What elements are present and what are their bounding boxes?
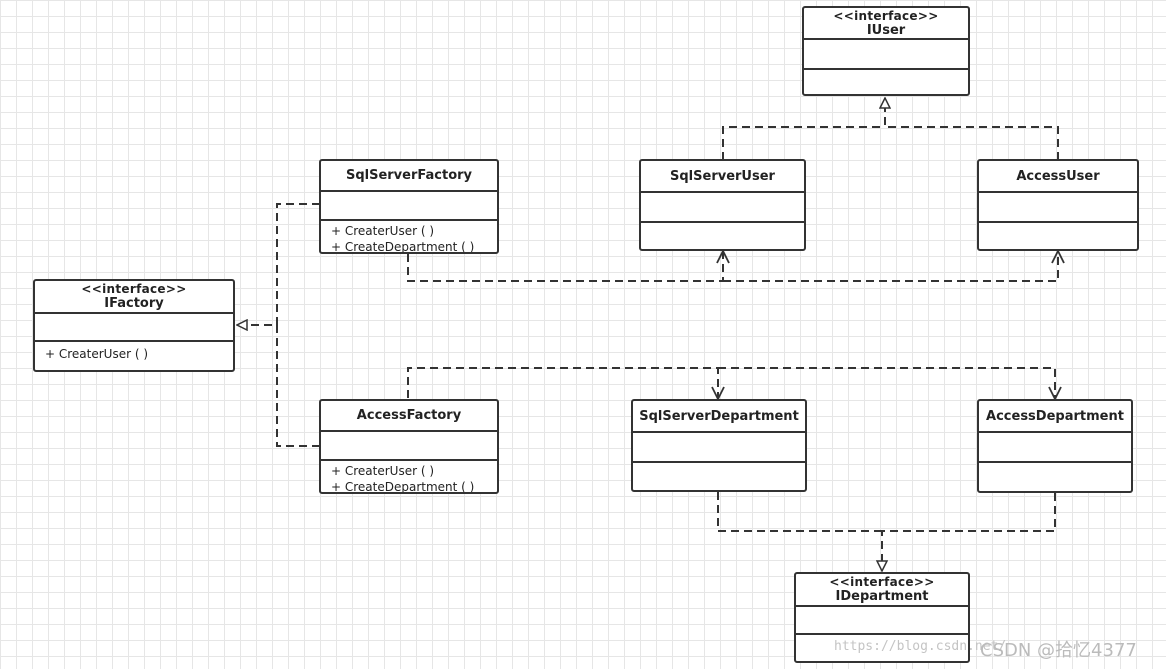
- sqlserverdepartment-operations: [633, 463, 805, 465]
- iuser-header: <<interface>> IUser: [804, 8, 968, 40]
- sqlserverfactory-attributes: [321, 192, 497, 221]
- idepartment-attributes: [796, 607, 968, 635]
- ifactory-interface[interactable]: <<interface>> IFactory + CreaterUser ( ): [33, 279, 235, 372]
- accessfactory-header: AccessFactory: [321, 401, 497, 432]
- ifactory-attributes: [35, 314, 233, 342]
- accessdepartment-header: AccessDepartment: [979, 401, 1131, 433]
- iuser-operations: [804, 70, 968, 72]
- idepartment-operations: [796, 635, 968, 637]
- dependency-accessfactory-to-sqlserverdepartment: [407, 367, 718, 399]
- iuser-attributes: [804, 40, 968, 70]
- accessuser-class[interactable]: AccessUser: [977, 159, 1139, 251]
- watermark-url: https://blog.csdn.net/: [834, 639, 1007, 654]
- sqlserveruser-operations: [641, 223, 804, 225]
- sqlserveruser-attributes: [641, 193, 804, 223]
- sqlserverfactory-op-createruser: + CreaterUser ( ): [331, 224, 435, 238]
- accessfactory-attributes: [321, 432, 497, 461]
- iuser-name: IUser: [866, 22, 906, 38]
- accessuser-operations: [979, 223, 1137, 225]
- realization-accessuser-to-iuser: [885, 98, 1059, 160]
- ifactory-name: IFactory: [104, 296, 164, 311]
- ifactory-op-createruser: + CreaterUser ( ): [45, 347, 149, 361]
- accessfactory-op-createdepartment: + CreateDepartment ( ): [331, 480, 475, 494]
- accessuser-header: AccessUser: [979, 161, 1137, 193]
- realization-sqlserverdepartment-to-idepartment: [717, 492, 882, 532]
- sqlserveruser-header: SqlServerUser: [641, 161, 804, 193]
- sqlserverfactory-class[interactable]: SqlServerFactory + CreaterUser ( ) + Cre…: [319, 159, 499, 254]
- sqlserverdepartment-header: SqlServerDepartment: [633, 401, 805, 433]
- ifactory-header: <<interface>> IFactory: [35, 281, 233, 314]
- idepartment-stereotype: <<interface>>: [829, 575, 935, 589]
- realization-sqlserverfactory-to-ifactory: [237, 203, 320, 325]
- sqlserverfactory-operations: + CreaterUser ( ) + CreateDepartment ( ): [321, 221, 497, 254]
- realization-accessfactory-to-ifactory: [276, 325, 320, 447]
- accessdepartment-attributes: [979, 433, 1131, 463]
- watermark-brand: CSDN @拾忆4377: [980, 640, 1137, 661]
- sqlserverdepartment-class[interactable]: SqlServerDepartment: [631, 399, 807, 492]
- idepartment-name: IDepartment: [835, 589, 929, 604]
- dependency-sqlserverfactory-to-accessuser: [723, 251, 1058, 282]
- accessfactory-class[interactable]: AccessFactory + CreaterUser ( ) + Create…: [319, 399, 499, 494]
- realization-accessdepartment-to-idepartment: [882, 493, 1056, 571]
- idepartment-header: <<interface>> IDepartment: [796, 574, 968, 607]
- sqlserverfactory-op-createdepartment: + CreateDepartment ( ): [331, 240, 475, 254]
- ifactory-stereotype: <<interface>>: [81, 282, 187, 296]
- accessfactory-op-createruser: + CreaterUser ( ): [331, 464, 435, 478]
- sqlserveruser-name: SqlServerUser: [670, 168, 775, 184]
- accessdepartment-name: AccessDepartment: [986, 408, 1124, 424]
- accessuser-attributes: [979, 193, 1137, 223]
- accessfactory-operations: + CreaterUser ( ) + CreateDepartment ( ): [321, 461, 497, 494]
- dependency-accessfactory-to-accessdepartment: [718, 367, 1055, 399]
- accessdepartment-operations: [979, 463, 1131, 465]
- iuser-stereotype: <<interface>>: [833, 8, 939, 23]
- sqlserverdepartment-name: SqlServerDepartment: [639, 408, 799, 424]
- accessuser-name: AccessUser: [1016, 168, 1100, 184]
- accessdepartment-class[interactable]: AccessDepartment: [977, 399, 1133, 493]
- sqlserveruser-class[interactable]: SqlServerUser: [639, 159, 806, 251]
- realization-sqlserveruser-to-iuser: [722, 126, 885, 160]
- sqlserverfactory-header: SqlServerFactory: [321, 161, 497, 192]
- iuser-interface[interactable]: <<interface>> IUser: [802, 6, 970, 96]
- idepartment-interface[interactable]: <<interface>> IDepartment: [794, 572, 970, 663]
- accessfactory-name: AccessFactory: [356, 408, 462, 423]
- ifactory-operations: + CreaterUser ( ): [35, 342, 233, 362]
- sqlserverfactory-name: SqlServerFactory: [345, 168, 473, 183]
- dependency-sqlserverfactory-to-sqlserveruser: [407, 251, 723, 282]
- sqlserverdepartment-attributes: [633, 433, 805, 463]
